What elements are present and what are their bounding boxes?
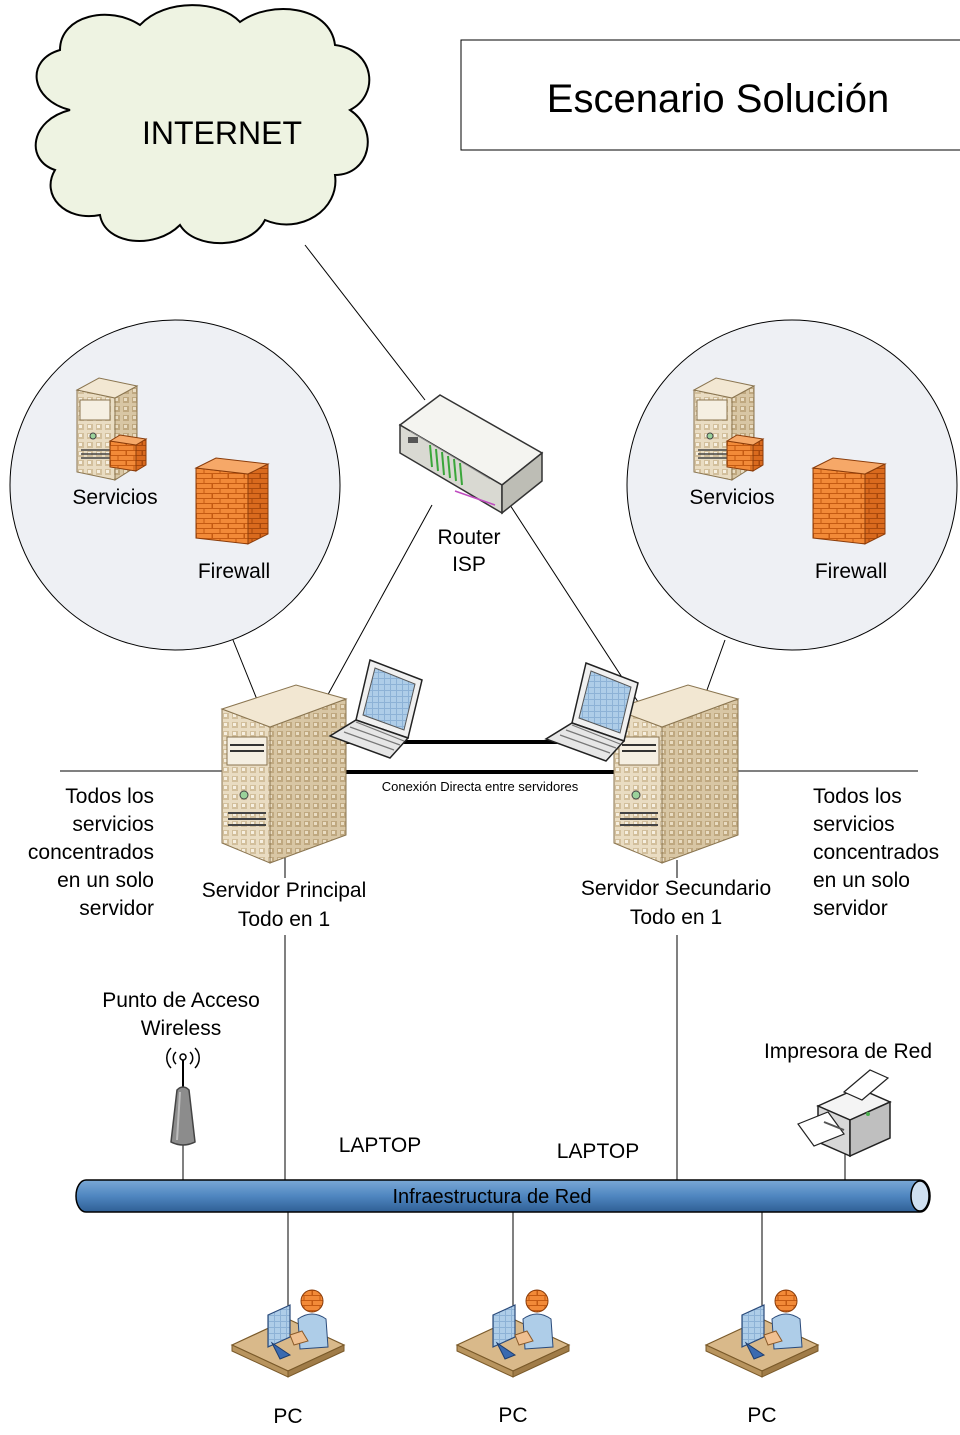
left-note-line-5: servidor (79, 897, 154, 920)
left-note-line-1: Todos los (65, 785, 154, 808)
laptop-icon (544, 661, 639, 762)
network-printer-icon (797, 1069, 892, 1158)
direct-server-link: Conexión Directa entre servidores (345, 740, 615, 794)
left-services-label: Servicios (72, 486, 157, 509)
wireless-access-point-icon (166, 1047, 200, 1146)
printer-label: Impresora de Red (764, 1040, 932, 1063)
direct-link-label: Conexión Directa entre servidores (382, 779, 579, 794)
network-bus: Infraestructura de Red (75, 1179, 931, 1213)
access-point-label-line1: Punto de Acceso (102, 989, 260, 1012)
firewall-icon (811, 457, 887, 545)
services-firewall-badge-icon (725, 434, 765, 472)
access-point-label-line2: Wireless (141, 1017, 222, 1040)
primary-server-label-line1: Servidor Principal (202, 879, 367, 902)
router-primary-link (324, 504, 433, 701)
left-services-cluster: Servicios Firewall (9, 319, 341, 651)
router-icon (398, 394, 544, 515)
network-bus-label: Infraestructura de Red (393, 1186, 592, 1208)
laptop-1-label: LAPTOP (339, 1134, 421, 1157)
laptop-icon (328, 658, 423, 759)
title-box: Escenario Solución (460, 39, 960, 151)
pc-3-label: PC (747, 1404, 776, 1427)
pc-workstation-icon (230, 1289, 346, 1378)
right-note-line-4: en un solo (813, 869, 910, 892)
right-note-line-2: servicios (813, 813, 895, 836)
right-note-line-3: concentrados (813, 841, 939, 864)
primary-server-label-line2: Todo en 1 (238, 908, 330, 931)
secondary-server-label-line1: Servidor Secundario (581, 877, 771, 900)
pc-1-label: PC (273, 1405, 302, 1428)
left-note-line-3: concentrados (28, 841, 154, 864)
right-cluster-secondary-link (706, 639, 726, 691)
router-label-line1: Router (437, 526, 500, 549)
right-services-label: Servicios (689, 486, 774, 509)
left-note-line-4: en un solo (57, 869, 154, 892)
firewall-icon (194, 457, 270, 545)
left-firewall-label: Firewall (198, 560, 270, 583)
services-firewall-badge-icon (108, 434, 148, 472)
router-label-line2: ISP (452, 553, 486, 576)
right-note-line-1: Todos los (813, 785, 902, 808)
page-title: Escenario Solución (547, 77, 889, 121)
internet-label: INTERNET (142, 115, 302, 151)
secondary-server-label-line2: Todo en 1 (630, 906, 722, 929)
left-note: Todos los servicios concentrados en un s… (28, 785, 154, 920)
router-secondary-link (509, 504, 641, 706)
left-cluster-primary-link (232, 639, 261, 708)
pc-2-label: PC (498, 1404, 527, 1427)
secondary-server-icon (612, 684, 740, 864)
left-note-line-2: servicios (72, 813, 154, 836)
pc-workstation-icon (455, 1289, 571, 1378)
pc-workstation-icon (704, 1289, 820, 1378)
internet-router-link (304, 244, 426, 401)
primary-server-icon (220, 684, 348, 864)
internet-cloud: INTERNET (34, 4, 371, 245)
right-note: Todos los servicios concentrados en un s… (813, 785, 939, 920)
laptop-2-label: LAPTOP (557, 1140, 639, 1163)
right-note-line-5: servidor (813, 897, 888, 920)
right-services-cluster: Servicios Firewall (626, 319, 958, 651)
right-firewall-label: Firewall (815, 560, 887, 583)
